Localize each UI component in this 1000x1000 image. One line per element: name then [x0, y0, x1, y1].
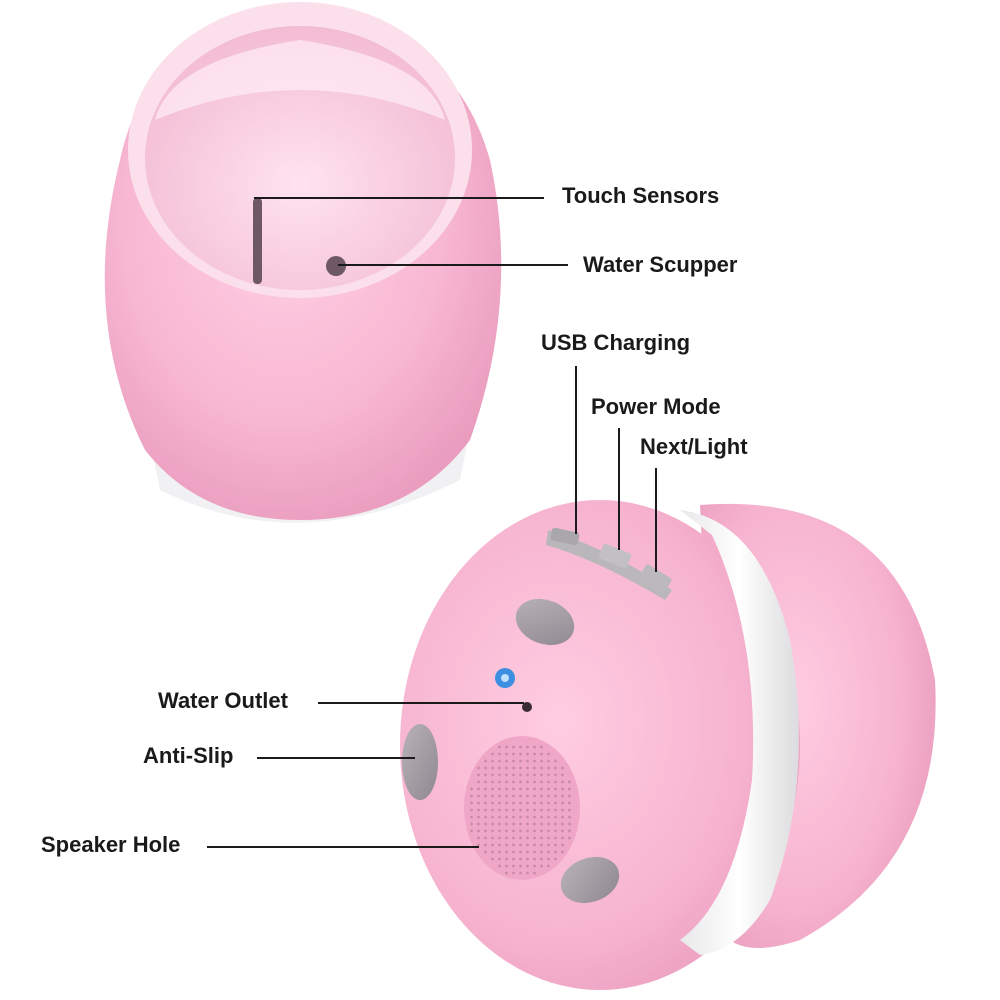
bottom-device — [400, 500, 936, 990]
leader-usb-charging — [575, 366, 577, 534]
anti-slip-pad-left — [402, 724, 438, 800]
label-speaker-hole: Speaker Hole — [41, 832, 181, 857]
label-water-outlet: Water Outlet — [158, 688, 288, 713]
label-power-mode: Power Mode — [591, 394, 721, 419]
leader-next-light — [655, 468, 657, 572]
label-usb-charging: USB Charging — [541, 330, 691, 355]
water-scupper-hole — [326, 256, 346, 276]
label-water-scupper: Water Scupper — [583, 252, 738, 277]
water-outlet-hole — [522, 702, 532, 712]
top-device — [104, 2, 502, 523]
anti-slip-pad-top — [515, 598, 575, 646]
leader-water-outlet — [318, 702, 524, 704]
leader-touch-sensors — [254, 197, 544, 199]
control-strip — [546, 530, 672, 600]
label-touch-sensors: Touch Sensors — [562, 183, 720, 208]
leader-water-scupper — [338, 264, 568, 266]
touch-sensor-strip — [253, 198, 262, 284]
leader-anti-slip — [257, 757, 415, 759]
speaker-grille — [464, 736, 580, 880]
leader-speaker-hole — [207, 846, 479, 848]
anti-slip-pad-bottom — [560, 856, 620, 904]
label-next-light: Next/Light — [640, 434, 748, 459]
bottom-device-ring — [680, 510, 799, 955]
leader-power-mode — [618, 428, 620, 550]
label-anti-slip: Anti-Slip — [143, 743, 234, 768]
